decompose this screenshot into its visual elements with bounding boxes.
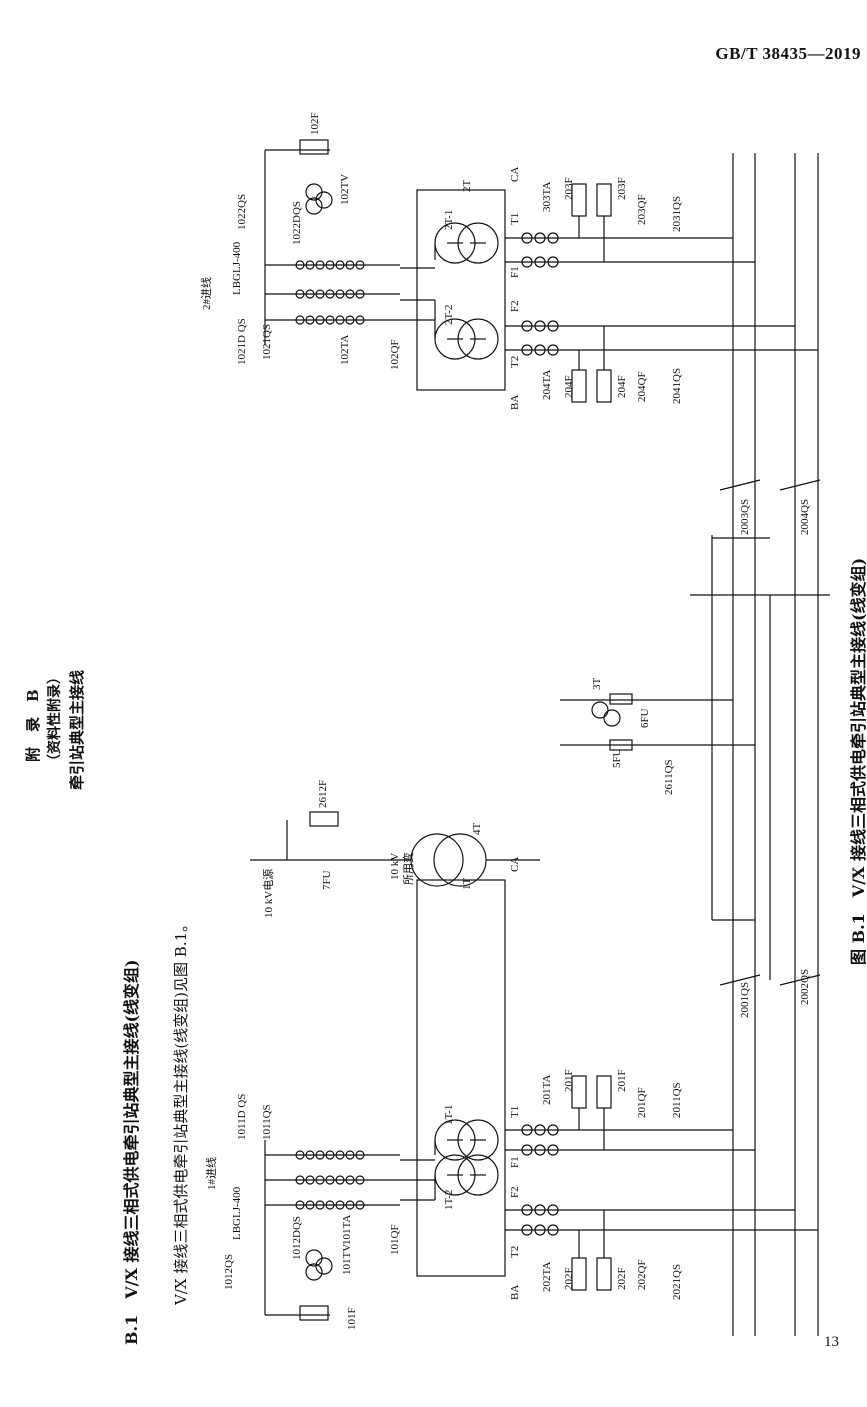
- label-2011qs: 2011QS: [671, 1082, 683, 1118]
- ct-1t-sec: [521, 1124, 559, 1236]
- label-204ta: 204TA: [541, 370, 553, 400]
- label-4t: 4T: [471, 823, 483, 836]
- label-cable1: LBGLJ-400: [231, 1186, 243, 1240]
- label-1t: 1T: [461, 878, 473, 891]
- label-2t-2: 2T-2: [443, 305, 455, 325]
- label-1012dqs: 1012DQS: [291, 1216, 303, 1260]
- label-10kv-source: 10 kV电源: [261, 869, 275, 918]
- transformer-2t: [400, 189, 506, 391]
- label-201qf: 201QF: [636, 1087, 648, 1118]
- label-1t-1: 1T-1: [443, 1105, 455, 1125]
- incoming-line-2: [264, 149, 400, 345]
- label-101f: 101F: [346, 1307, 358, 1330]
- station-transformer-4t: [250, 811, 540, 887]
- label-f2-1t: F2: [509, 1186, 521, 1198]
- label-203qf: 203QF: [636, 194, 648, 225]
- label-2612f: 2612F: [317, 780, 329, 808]
- label-ca-1t: CA: [509, 857, 521, 872]
- label-f1-1t: F1: [509, 1156, 521, 1168]
- label-1t-2: 1T-2: [443, 1190, 455, 1210]
- vt-101tv: [305, 1249, 333, 1281]
- label-7fu: 7FU: [321, 870, 333, 890]
- label-2001qs: 2001QS: [739, 982, 751, 1018]
- page-number: 13: [824, 1334, 839, 1350]
- label-10kv: 10 kV: [389, 853, 401, 880]
- label-303ta: 303TA: [541, 182, 553, 212]
- transformer-1t: [400, 879, 506, 1277]
- label-101ta: 101TA: [341, 1215, 353, 1245]
- label-2002qs: 2002QS: [799, 969, 811, 1005]
- label-203f-a: 203F: [563, 177, 575, 200]
- label-1011dqs: 1011D QS: [236, 1094, 248, 1140]
- label-101qf: 101QF: [389, 1224, 401, 1255]
- label-2003qs: 2003QS: [739, 499, 751, 535]
- label-102f: 102F: [309, 112, 321, 135]
- label-f2-2t: F2: [509, 300, 521, 312]
- ct-102ta: [295, 260, 365, 325]
- label-2031qs: 2031QS: [671, 196, 683, 232]
- label-202ta: 202TA: [541, 1262, 553, 1292]
- label-f1-2t: F1: [509, 266, 521, 278]
- arrester-101f: [299, 1305, 329, 1321]
- incoming-line-1: [264, 1140, 400, 1316]
- label-2021qs: 2021QS: [671, 1264, 683, 1300]
- aux-transformer-3t: [560, 693, 755, 751]
- label-1011qs: 1011QS: [261, 1104, 273, 1140]
- feeders-1t: [505, 1075, 818, 1291]
- label-1021qs: 1021QS: [261, 324, 273, 360]
- vt-102tv: [305, 183, 333, 215]
- label-201ta: 201TA: [541, 1075, 553, 1105]
- label-1012qs: 1012QS: [223, 1254, 235, 1290]
- label-2t-1: 2T-1: [443, 210, 455, 230]
- label-2004qs: 2004QS: [799, 499, 811, 535]
- label-ba-1t: BA: [509, 1285, 521, 1300]
- label-201f-b: 201F: [616, 1069, 628, 1092]
- bus-ties: [690, 479, 830, 986]
- standard-number: GB/T 38435—2019: [715, 44, 861, 63]
- label-102tv: 102TV: [339, 174, 351, 205]
- arrester-102f: [299, 139, 329, 155]
- label-102ta: 102TA: [339, 335, 351, 365]
- label-202f-a: 202F: [563, 1267, 575, 1290]
- label-t2-2t: T2: [509, 356, 521, 368]
- label-aux-transformer: 所用变: [401, 852, 415, 885]
- label-1021dqs: 1021D QS: [236, 318, 248, 365]
- label-ca-2t: CA: [509, 167, 521, 182]
- label-cable2: LBGLJ-400: [231, 241, 243, 295]
- label-202f-b: 202F: [616, 1267, 628, 1290]
- label-6fu: 6FU: [639, 708, 651, 728]
- label-5fu: 5FU: [611, 748, 623, 768]
- label-2611qs: 2611QS: [663, 759, 675, 795]
- label-ba-2t: BA: [509, 395, 521, 410]
- ct-2t-sec: [521, 232, 559, 356]
- label-1022qs: 1022QS: [236, 194, 248, 230]
- label-3t: 3T: [591, 678, 603, 691]
- label-line2: 2#进线: [199, 277, 213, 310]
- label-201f-a: 201F: [563, 1069, 575, 1092]
- label-2041qs: 2041QS: [671, 368, 683, 404]
- label-1022dqs: 1022DQS: [291, 201, 303, 245]
- label-101tv: 101TV: [341, 1244, 353, 1275]
- feeders-2t: [505, 183, 818, 403]
- label-t2-1t: T2: [509, 1246, 521, 1258]
- label-204f-b: 204F: [616, 375, 628, 398]
- label-203f-b: 203F: [616, 177, 628, 200]
- label-204f-a: 204F: [563, 375, 575, 398]
- label-204qf: 204QF: [636, 371, 648, 402]
- label-2t: 2T: [461, 180, 473, 193]
- label-t1-2t: T1: [509, 213, 521, 225]
- label-line1: 1#进线: [204, 1157, 218, 1190]
- label-202qf: 202QF: [636, 1259, 648, 1290]
- label-102qf: 102QF: [389, 339, 401, 370]
- label-t1-1t: T1: [509, 1106, 521, 1118]
